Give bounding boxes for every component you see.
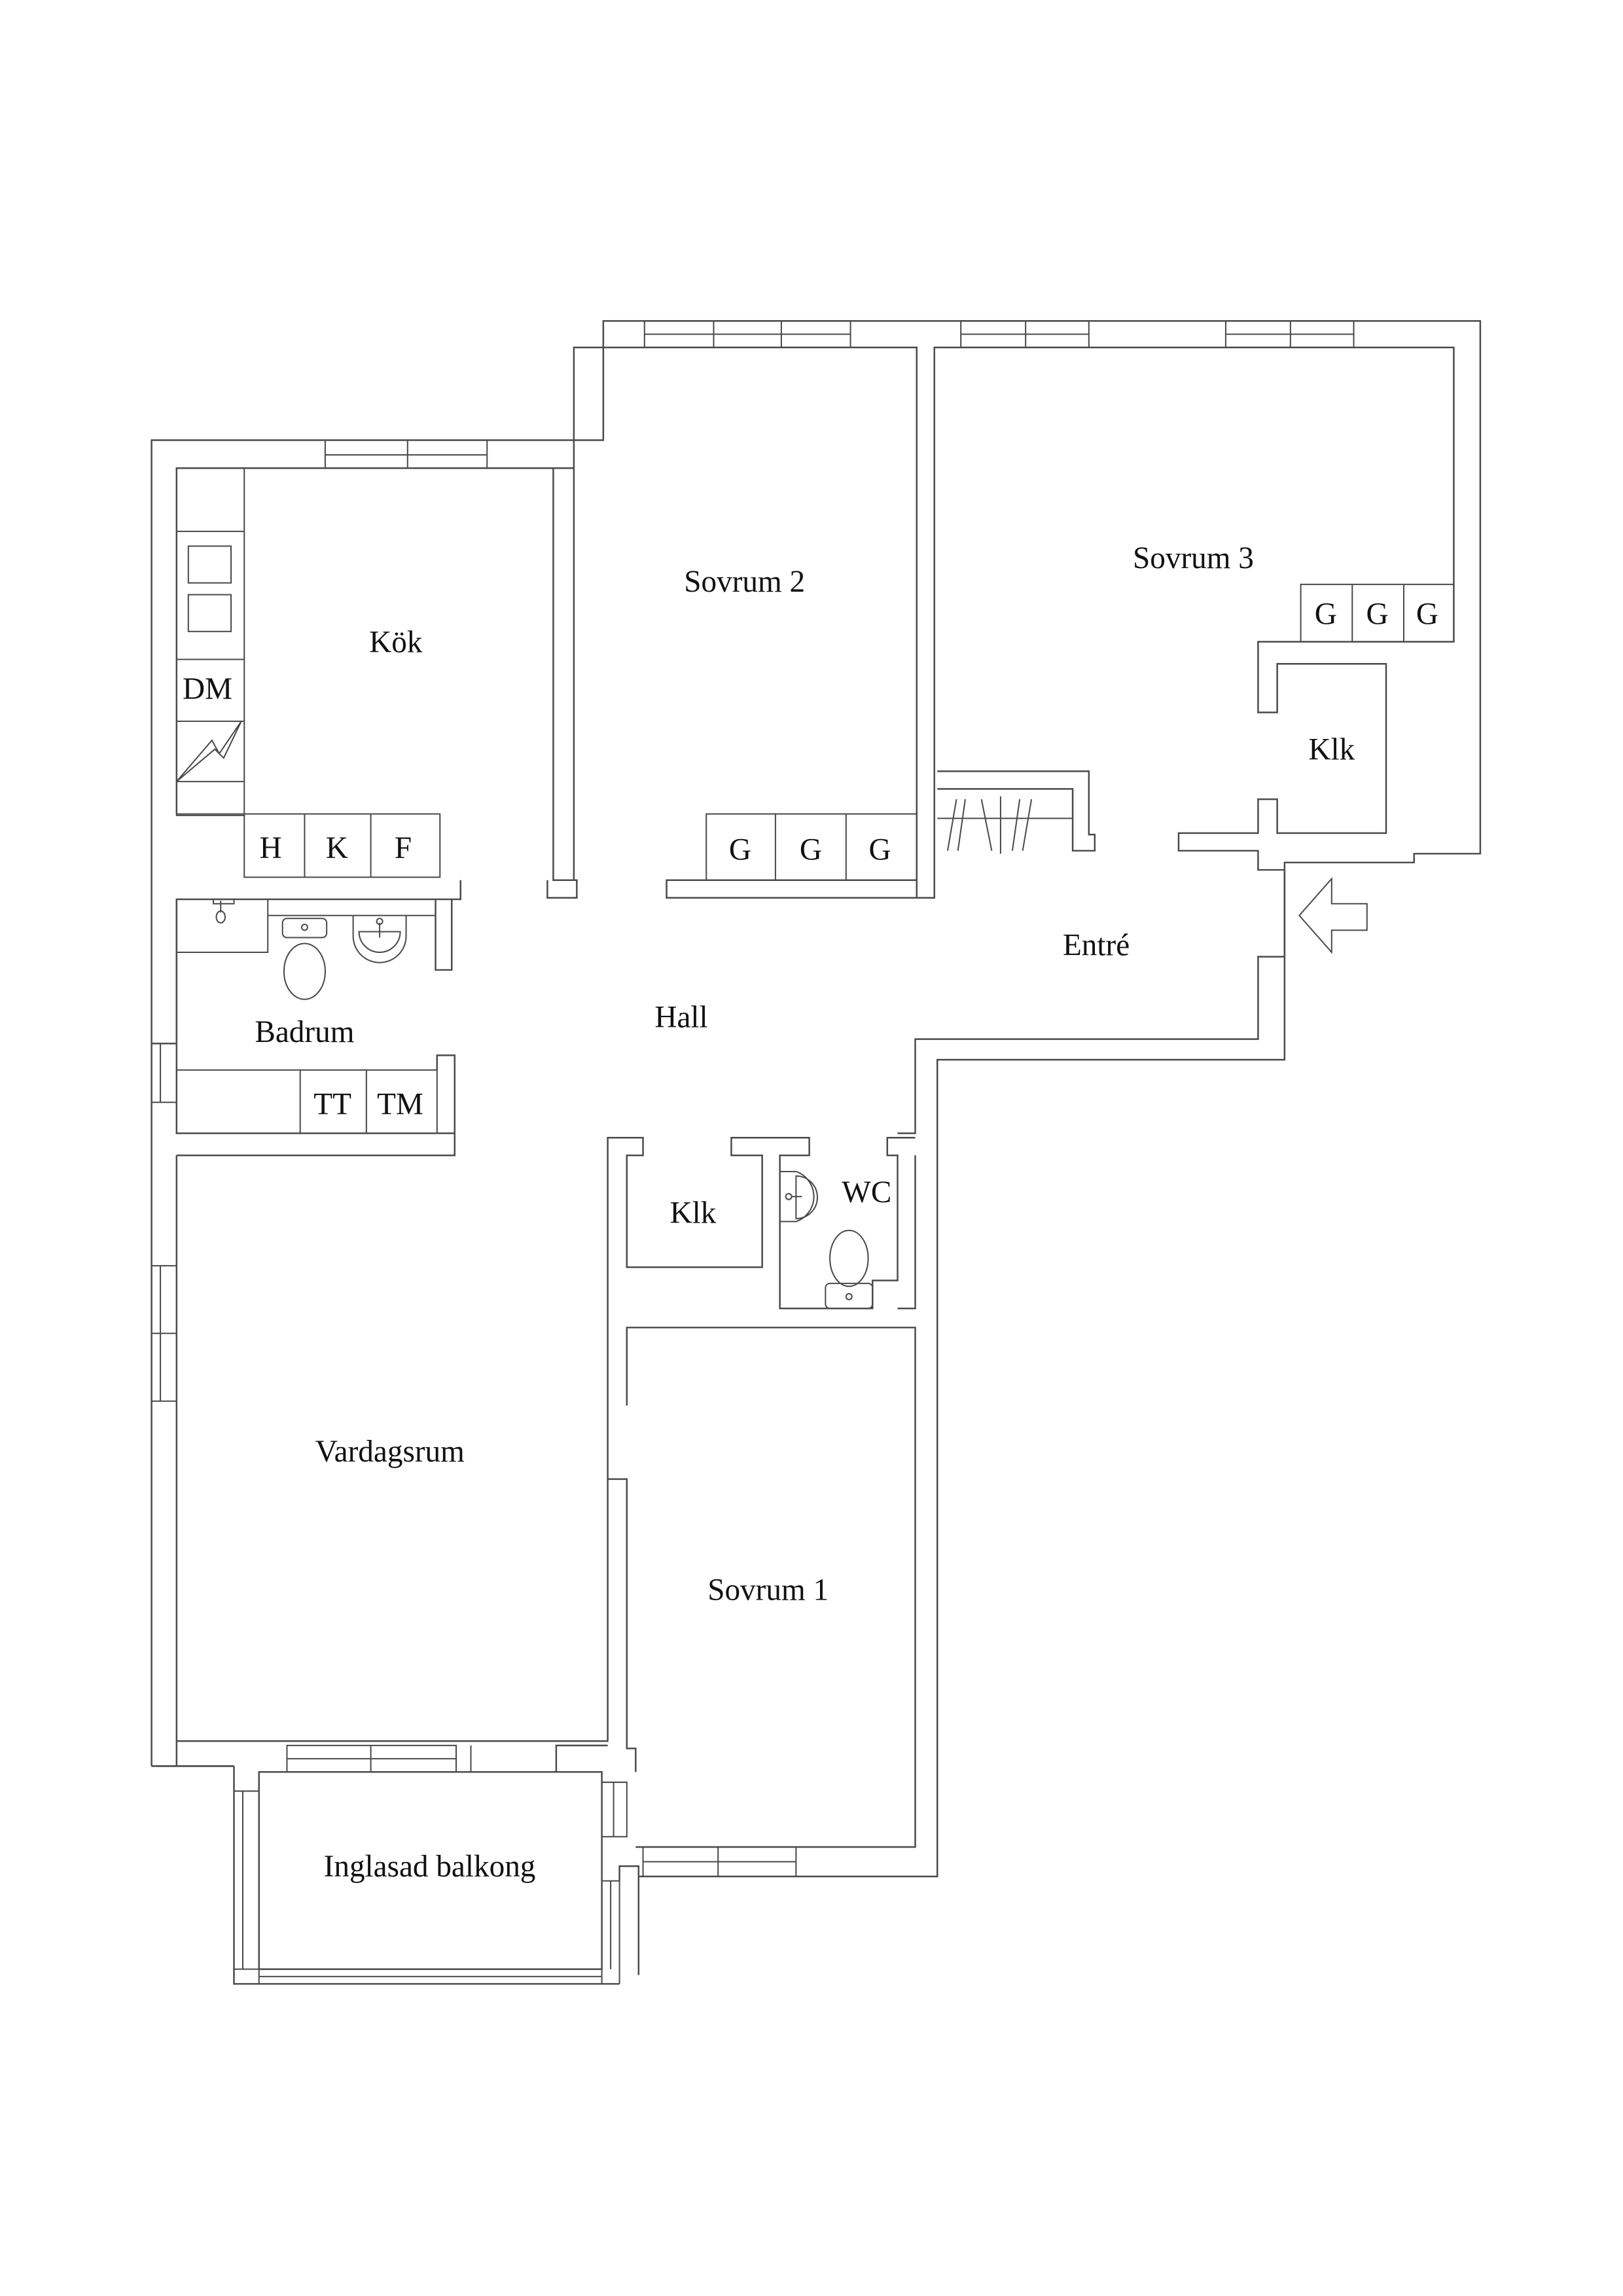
room-labels: Kök Sovrum 2 Sovrum 3 Klk Entré Hall Bad… <box>183 541 1438 1884</box>
glazed-balcony <box>234 1771 640 1984</box>
laundry-cabinets <box>175 1069 438 1134</box>
bedroom-1 <box>607 1155 916 1877</box>
room-label-klk-bedroom3: Klk <box>1308 732 1355 766</box>
wardrobe-label: G <box>869 833 891 867</box>
fixture-label-h: H <box>260 831 282 865</box>
wardrobe-bedroom-3 <box>1300 583 1455 643</box>
wardrobe-bedroom-2 <box>705 813 918 881</box>
room-label-sovrum-3: Sovrum 3 <box>1133 541 1254 575</box>
electric-symbol-icon <box>176 721 242 782</box>
entrance-arrow-icon <box>1298 876 1368 954</box>
toilet-icon <box>825 1229 874 1310</box>
window-living-room <box>286 1744 472 1773</box>
wardrobe-label: G <box>1366 598 1388 632</box>
bathroom <box>151 880 461 1134</box>
bedroom-3 <box>897 320 1455 1134</box>
room-label-klk-hall: Klk <box>670 1196 717 1230</box>
wc <box>779 1170 874 1310</box>
stove-burner-icon <box>187 545 232 584</box>
wardrobe-label: G <box>1315 598 1337 632</box>
fixture-label-tt: TT <box>313 1087 351 1121</box>
window-bedroom-3a <box>960 320 1090 348</box>
coat-rack-icon <box>937 796 1073 854</box>
kitchen-counter-left <box>175 467 245 816</box>
hall-closet <box>607 1137 916 1406</box>
stove-burner-icon <box>187 594 232 632</box>
sink-icon <box>779 1170 819 1223</box>
room-label-wc: WC <box>842 1175 891 1210</box>
fixture-label-tm: TM <box>377 1087 423 1121</box>
kitchen <box>175 439 578 899</box>
bedroom-2 <box>553 320 918 899</box>
fixture-label-k: K <box>326 831 348 865</box>
room-label-vardagsrum: Vardagsrum <box>315 1435 465 1469</box>
window-bedroom-2 <box>643 320 851 348</box>
shower-icon <box>213 899 235 924</box>
kitchen-counter-bottom <box>243 813 441 878</box>
wardrobe-label: G <box>1416 598 1438 632</box>
room-label-entre: Entré <box>1063 928 1130 962</box>
window-kitchen <box>324 439 488 469</box>
window-bedroom-3b <box>1224 320 1355 348</box>
room-label-hall: Hall <box>654 1001 707 1035</box>
room-label-balkong: Inglasad balkong <box>324 1850 536 1884</box>
toilet-icon <box>281 918 328 1000</box>
fixture-label-f: F <box>395 831 412 865</box>
sink-icon <box>352 915 407 963</box>
window-bedroom-1 <box>642 1846 797 1877</box>
wardrobe-label: G <box>800 833 822 867</box>
room-label-kok: Kök <box>369 625 423 659</box>
room-label-sovrum-2: Sovrum 2 <box>684 565 805 599</box>
room-label-sovrum-1: Sovrum 1 <box>707 1573 829 1607</box>
living-room <box>151 1133 637 1773</box>
wardrobe-label: G <box>729 833 751 867</box>
fixture-label-dishwasher: DM <box>183 672 232 706</box>
room-label-badrum: Badrum <box>255 1015 354 1049</box>
outer-walls <box>151 320 1482 1985</box>
